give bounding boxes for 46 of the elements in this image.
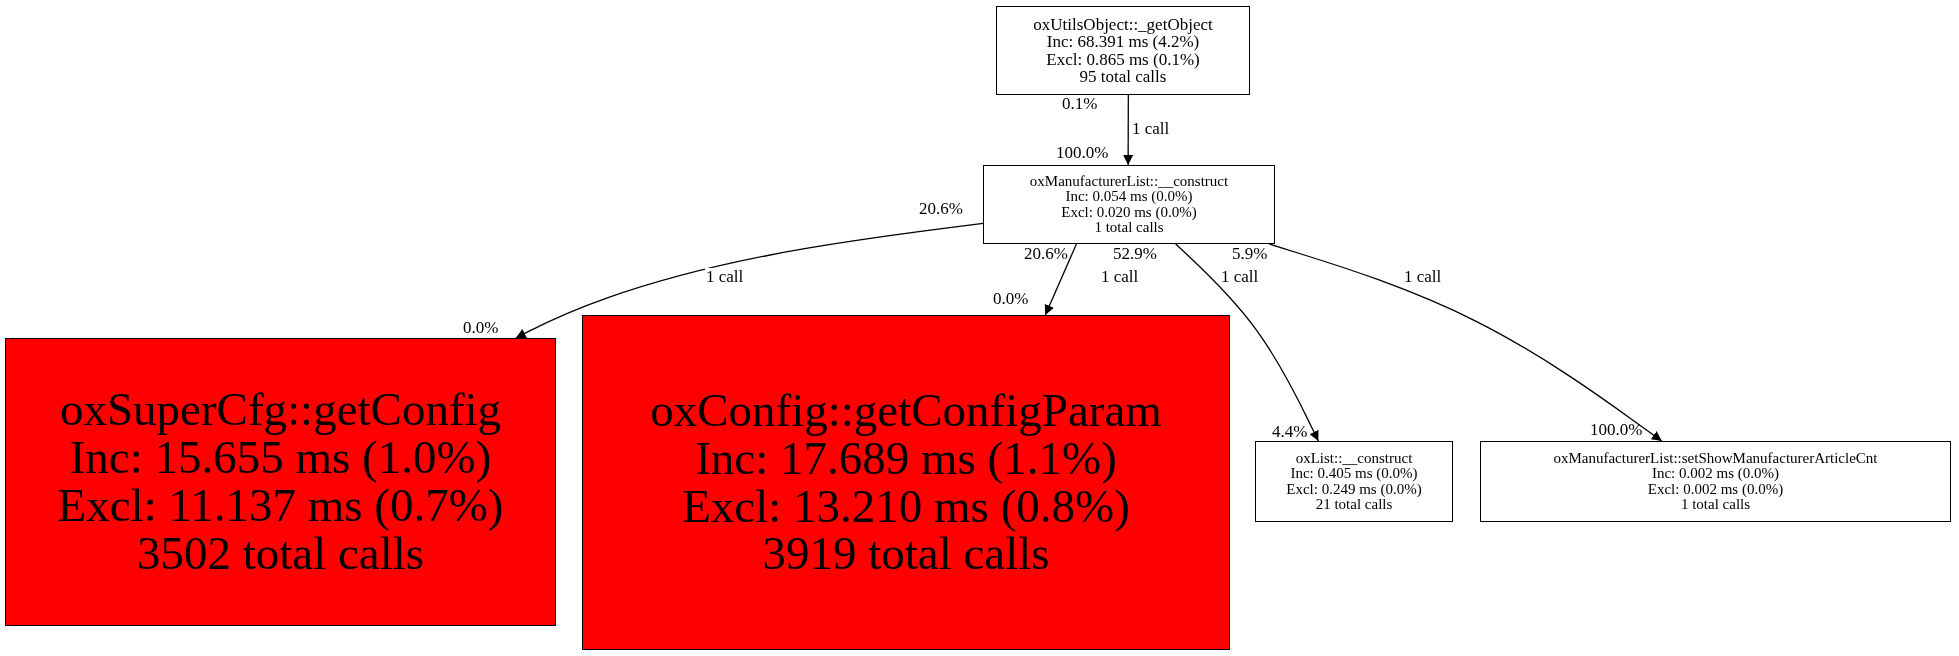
function-text: Inc: 68.391 ms (4.2%) bbox=[1046, 33, 1200, 51]
function-text: oxUtilsObject::_getObject bbox=[1033, 15, 1213, 34]
function-text: 95 total calls bbox=[1079, 67, 1167, 86]
function-text: Inc: 0.002 ms (0.0%) bbox=[1651, 466, 1780, 482]
edge-label: 1 call bbox=[1131, 120, 1171, 137]
percent-label: 52.9% bbox=[1113, 245, 1157, 262]
function-text: 1 total calls bbox=[1680, 496, 1751, 513]
percent-label: 100.0% bbox=[1590, 421, 1643, 438]
edge-label: 1 call bbox=[1220, 268, 1260, 285]
arrow bbox=[1123, 94, 1134, 166]
function-text: Excl: 0.249 ms (0.0%) bbox=[1286, 481, 1422, 497]
percent-label: 100.0% bbox=[1056, 144, 1109, 161]
function-text: 1 total calls bbox=[1094, 219, 1164, 236]
edge-label: 1 call bbox=[705, 268, 745, 285]
percent-label: 0.0% bbox=[993, 290, 1029, 307]
percent-label: 20.6% bbox=[919, 200, 963, 217]
function-box bbox=[1255, 441, 1453, 522]
function-box bbox=[983, 165, 1275, 244]
function-text: Excl: 11.137 ms (0.7%) bbox=[57, 482, 504, 530]
function-text: Excl: 0.865 ms (0.1%) bbox=[1046, 50, 1200, 68]
percent-label: 0.1% bbox=[1062, 95, 1098, 112]
function-text: oxManufacturerList::__construct bbox=[1029, 173, 1229, 190]
function-text: Inc: 15.655 ms (1.0%) bbox=[69, 434, 492, 482]
function-text: Excl: 0.002 ms (0.0%) bbox=[1647, 481, 1784, 497]
arrow bbox=[1175, 243, 1319, 442]
percent-label: 4.4% bbox=[1272, 423, 1308, 440]
percent-label: 0.0% bbox=[463, 319, 499, 336]
edge-label: 1 call bbox=[1403, 268, 1443, 285]
percent-label: 5.9% bbox=[1232, 245, 1268, 262]
edge-label: 1 call bbox=[1100, 268, 1140, 285]
arrow bbox=[515, 222, 984, 339]
percent-label: 20.6% bbox=[1024, 245, 1068, 262]
function-text: oxSuperCfg::getConfig bbox=[59, 386, 502, 435]
function-text: 21 total calls bbox=[1315, 496, 1393, 513]
function-box bbox=[5, 338, 556, 626]
function-box bbox=[582, 315, 1230, 650]
function-text: Inc: 0.405 ms (0.0%) bbox=[1290, 466, 1418, 482]
function-text: oxManufacturerList::setShowManufacturerArticleCnt bbox=[1553, 450, 1878, 467]
function-text: Excl: 0.020 ms (0.0%) bbox=[1061, 204, 1197, 220]
function-text: Inc: 0.054 ms (0.0%) bbox=[1065, 189, 1193, 205]
function-text: oxConfig::getConfigParam bbox=[650, 386, 1162, 435]
function-box bbox=[996, 6, 1250, 95]
arrow bbox=[1268, 243, 1663, 442]
function-box bbox=[1480, 441, 1951, 522]
arrow bbox=[1044, 243, 1078, 316]
function-text: oxList::__construct bbox=[1295, 450, 1413, 467]
